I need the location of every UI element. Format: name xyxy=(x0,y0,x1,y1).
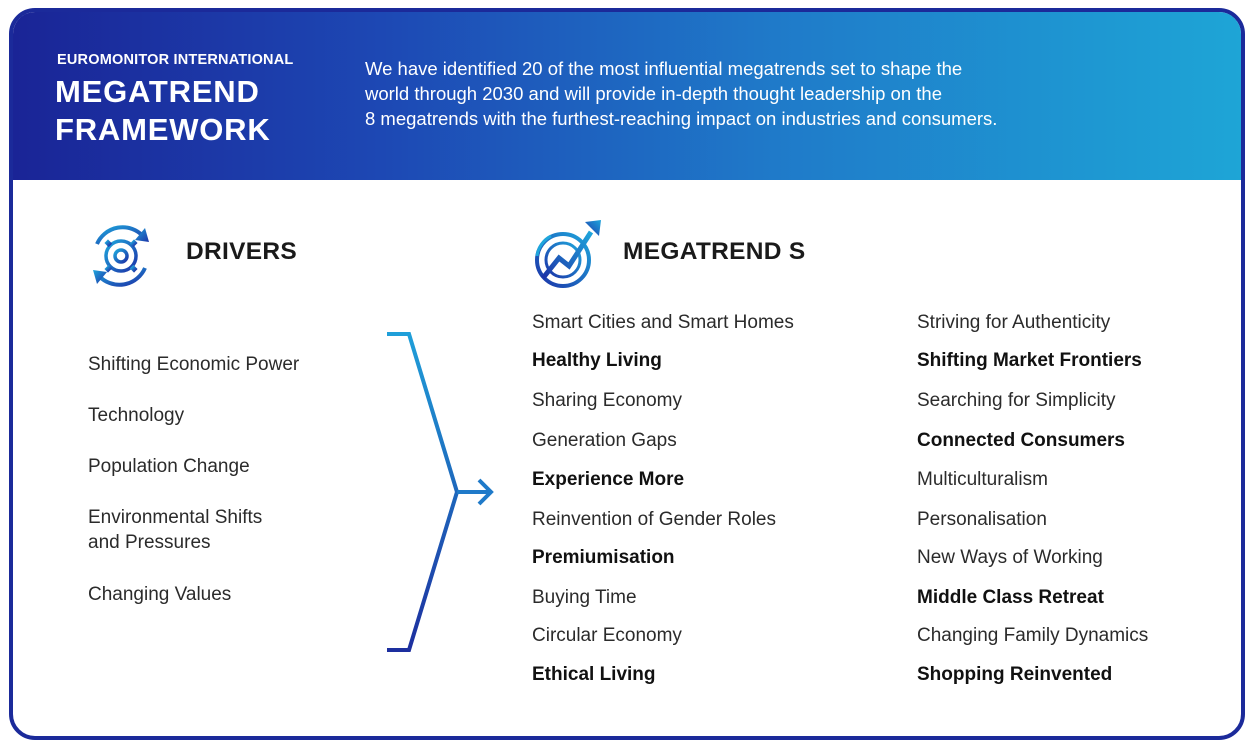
megatrend-item: Smart Cities and Smart Homes xyxy=(532,312,794,333)
megatrend-item: Reinvention of Gender Roles xyxy=(532,509,776,530)
bracket-arrow-icon xyxy=(381,330,511,669)
driver-item: Technology xyxy=(88,405,185,426)
driver-item: Population Change xyxy=(88,456,250,477)
intro-line: world through 2030 and will provide in-d… xyxy=(365,83,942,104)
title-line-1: MEGATREND xyxy=(55,74,260,109)
driver-item: Environmental Shifts xyxy=(88,507,263,528)
megatrend-item: Shopping Reinvented xyxy=(917,664,1113,685)
brand-label: EUROMONITOR INTERNATIONAL xyxy=(57,52,294,68)
megatrend-item: Circular Economy xyxy=(532,625,682,646)
intro-text: We have identified 20 of the most influe… xyxy=(365,56,1225,131)
header-banner: EUROMONITOR INTERNATIONAL MEGATREND FRAM… xyxy=(13,12,1241,180)
intro-line: We have identified 20 of the most influe… xyxy=(365,58,963,79)
megatrend-item: Multiculturalism xyxy=(917,469,1048,490)
megatrends-title: MEGATREND S xyxy=(623,238,806,265)
driver-item: Shifting Economic Power xyxy=(88,354,300,375)
megatrend-item: Personalisation xyxy=(917,509,1047,530)
megatrend-item: Shifting Market Frontiers xyxy=(917,350,1142,371)
driver-item: Changing Values xyxy=(88,584,232,605)
drivers-title: DRIVERS xyxy=(186,238,298,265)
gear-cycle-icon xyxy=(83,218,159,299)
megatrend-item: Buying Time xyxy=(532,587,637,608)
driver-item: and Pressures xyxy=(88,532,211,553)
megatrend-item: Connected Consumers xyxy=(917,430,1125,451)
megatrend-item: Changing Family Dynamics xyxy=(917,625,1149,646)
megatrend-item: Healthy Living xyxy=(532,350,662,371)
intro-line: 8 megatrends with the furthest-reaching … xyxy=(365,108,998,129)
megatrend-item: Experience More xyxy=(532,469,685,490)
megatrend-item: Striving for Authenticity xyxy=(917,312,1111,333)
title-line-2: FRAMEWORK xyxy=(55,112,271,147)
megatrend-item: Sharing Economy xyxy=(532,390,682,411)
megatrend-item: Generation Gaps xyxy=(532,430,677,451)
framework-panel: EUROMONITOR INTERNATIONAL MEGATREND FRAM… xyxy=(9,8,1245,740)
megatrend-item: Searching for Simplicity xyxy=(917,390,1116,411)
megatrend-item: Middle Class Retreat xyxy=(917,587,1104,608)
growth-chart-icon xyxy=(529,212,609,299)
megatrend-item: New Ways of Working xyxy=(917,547,1103,568)
megatrend-item: Premiumisation xyxy=(532,547,675,568)
megatrend-item: Ethical Living xyxy=(532,664,656,685)
